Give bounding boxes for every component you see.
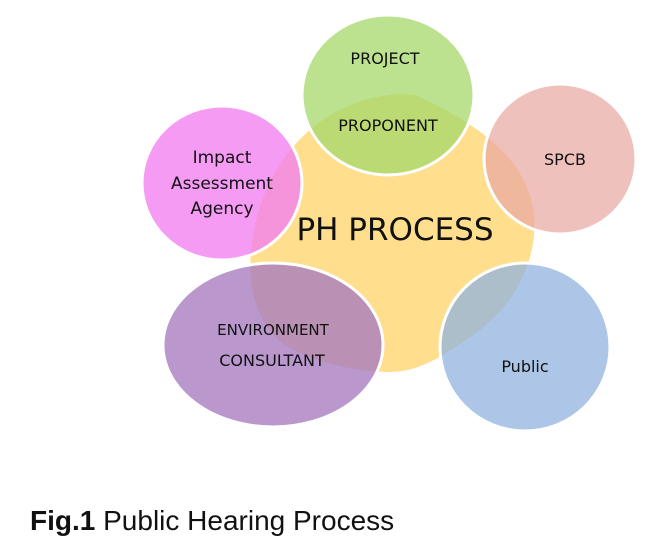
label-project-proponent-line1: PROJECT — [350, 49, 419, 68]
label-impact-assessment-agency-line1: Impact — [193, 148, 252, 168]
node-environment-consultant — [161, 261, 385, 429]
node-project-proponent — [300, 13, 476, 177]
label-environment-consultant-line2: CONSULTANT — [219, 351, 325, 370]
node-public — [438, 261, 612, 433]
center-label: PH PROCESS — [296, 212, 493, 248]
figure-caption: Fig.1 Public Hearing Process — [30, 505, 394, 537]
figure-number: Fig.1 — [30, 505, 96, 536]
label-impact-assessment-agency-line3: Agency — [190, 199, 253, 219]
label-spcb: SPCB — [544, 150, 586, 169]
label-project-proponent-line2: PROPONENT — [338, 116, 438, 135]
ph-process-diagram: PH PROCESS PROJECT PROPONENT SPCB Public… — [140, 13, 638, 433]
label-impact-assessment-agency-line2: Assessment — [171, 174, 273, 194]
label-public: Public — [501, 357, 548, 376]
node-impact-assessment-agency — [140, 104, 304, 262]
figure-title: Public Hearing Process — [103, 505, 395, 536]
label-environment-consultant-line1: ENVIRONMENT — [217, 321, 329, 339]
node-spcb — [482, 82, 638, 236]
